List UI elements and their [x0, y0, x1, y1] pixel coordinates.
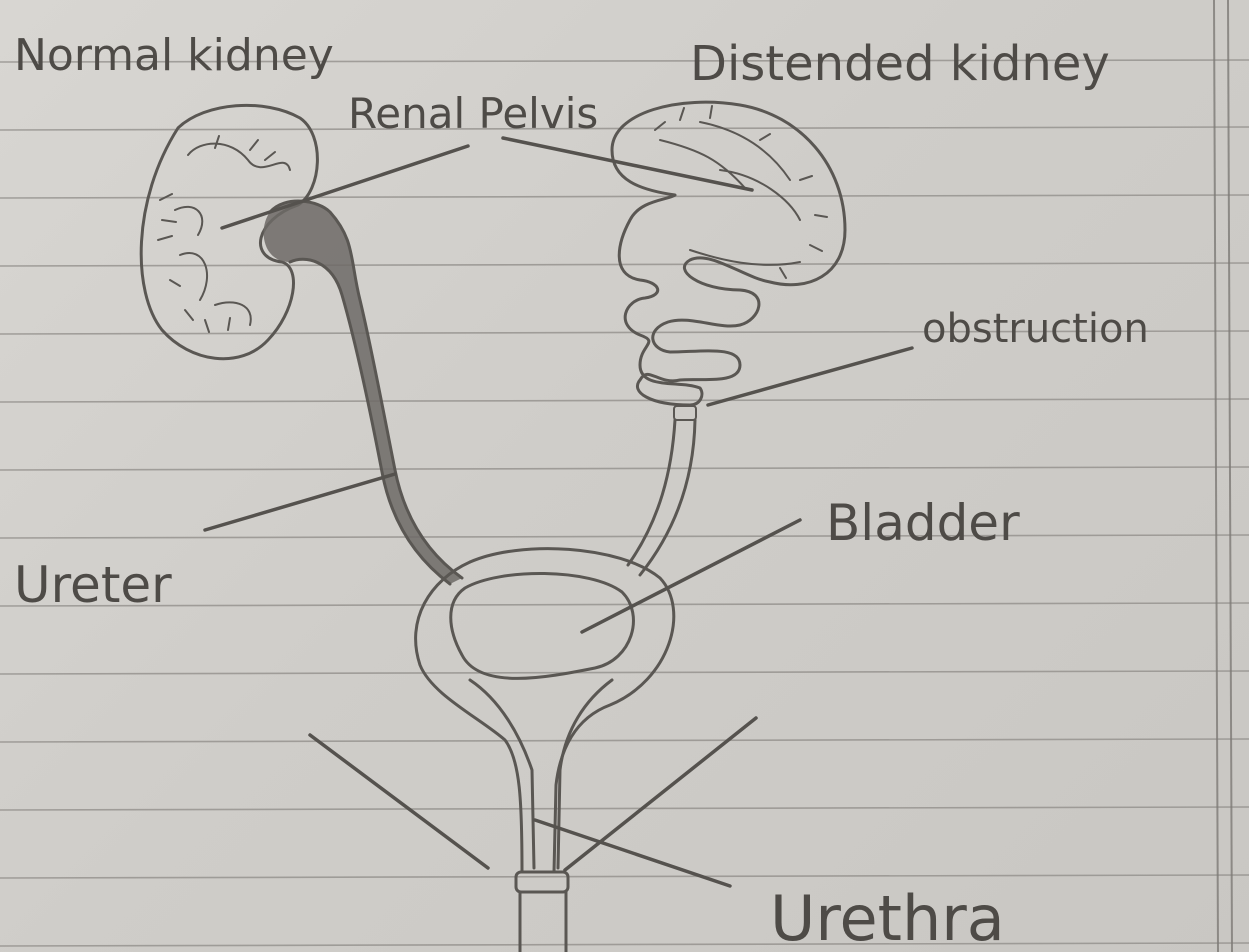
normal-kidney-drawing — [141, 105, 462, 584]
label-urethra: Urethra — [770, 882, 1005, 952]
label-renal-pelvis: Renal Pelvis — [348, 89, 598, 138]
label-normal-kidney: Normal kidney — [14, 30, 334, 81]
calyx-marks — [158, 136, 275, 332]
diagram-labels: Normal kidney Renal Pelvis Distended kid… — [14, 30, 1149, 952]
label-obstruction: obstruction — [922, 306, 1149, 352]
margin-lines — [1214, 0, 1232, 952]
ruled-lines — [0, 60, 1249, 946]
label-distended-kidney: Distended kidney — [690, 36, 1110, 92]
label-ureter: Ureter — [14, 556, 172, 614]
label-bladder: Bladder — [826, 494, 1020, 552]
distended-kidney-drawing — [612, 102, 845, 575]
bladder-drawing — [416, 549, 674, 952]
